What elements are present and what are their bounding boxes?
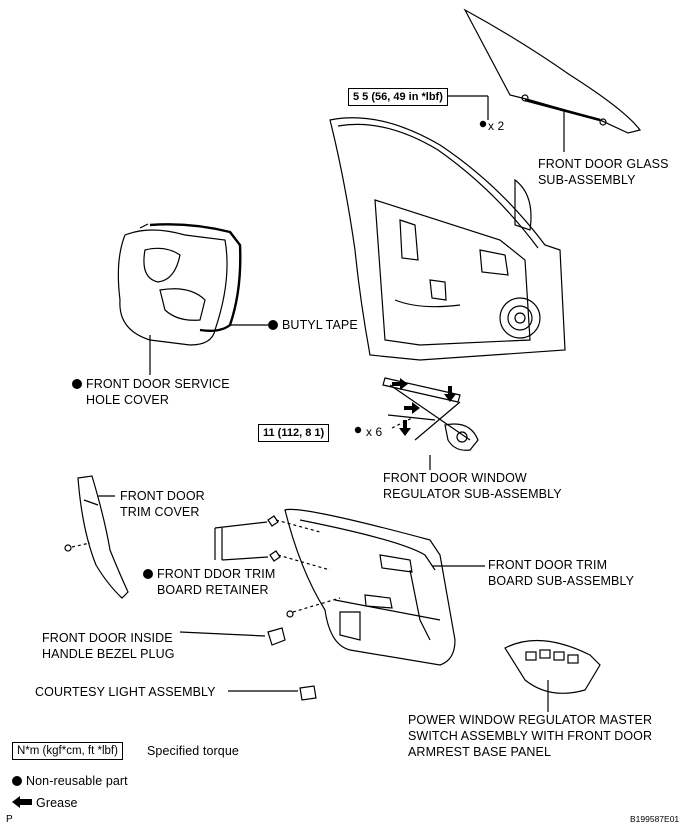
trim-board [284,508,456,666]
trim-cover [77,475,129,599]
footer-mark: P [6,814,13,825]
courtesy-light [299,685,317,701]
window-regulator [382,377,479,451]
regulator-torque-box: 11 (112, 8 1) [258,424,330,442]
nonreusable-dot-icon [143,569,153,579]
nonreusable-dot-icon [12,776,22,786]
label-service-hole-cover: FRONT DOOR SERVICE HOLE COVER [72,376,230,408]
legend-nonreusable: Non-reusable part [12,773,128,789]
regulator-bolt-qty: x 6 [366,425,383,439]
label-butyl-tape: BUTYL TAPE [268,317,358,333]
door-frame [329,117,566,361]
legend-grease: Grease [12,795,78,811]
power-window-switch [504,639,601,694]
service-hole-cover [117,223,242,346]
legend-torque-box: N*m (kgf*cm, ft *lbf) [12,742,123,760]
glass-bolt-qty: x 2 [488,119,505,133]
label-trim-board-retainer: FRONT DDOR TRIM BOARD RETAINER [143,566,275,598]
grease-arrow-icon [12,796,32,808]
figure-code: B199587E01 [630,814,680,824]
nonreusable-dot-icon [268,320,278,330]
bezel-plug [267,627,286,646]
label-courtesy-light: COURTESY LIGHT ASSEMBLY [35,685,216,699]
legend-torque-desc: Specified torque [147,744,239,758]
front-door-glass [463,8,642,134]
glass-torque-box: 5 5 (56, 49 in *lbf) [348,88,448,106]
nonreusable-dot-icon [72,379,82,389]
